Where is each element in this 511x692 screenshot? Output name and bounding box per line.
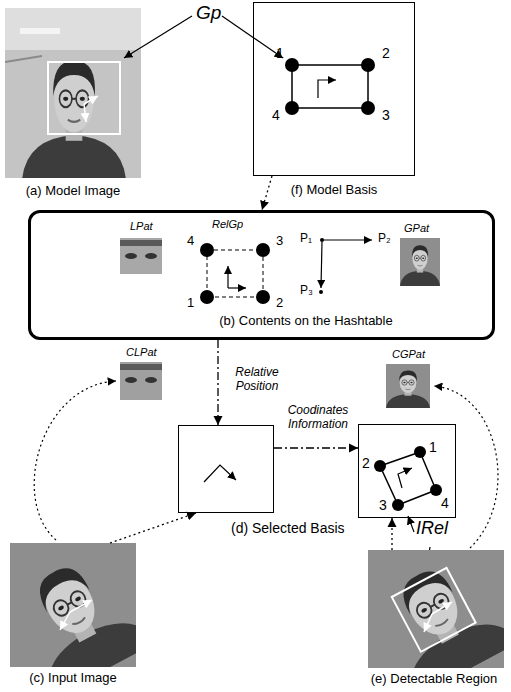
corner-number: 1	[429, 439, 437, 455]
symbol-label: RelGp	[212, 218, 243, 231]
detect-region-image: (e) Detectable Region	[368, 550, 504, 668]
point-label: P₂	[378, 232, 391, 246]
corner-number: 3	[379, 497, 387, 513]
corner-number: 4	[441, 495, 449, 511]
symbol-label: Gp	[196, 2, 221, 24]
corner-number: (d) Selected Basis	[231, 520, 345, 536]
symbol-label: CGPat	[392, 348, 425, 361]
corner-number: 2	[382, 45, 390, 61]
corner-number: 4	[272, 107, 280, 123]
connector	[274, 447, 358, 448]
model-basis-figure	[285, 58, 375, 115]
detect-photo	[368, 550, 504, 668]
caption: (c) Input Image	[29, 671, 116, 686]
input-image: (c) Input Image	[10, 543, 136, 667]
corner-number: 1	[187, 296, 194, 311]
edge-label: Relative Position	[226, 366, 288, 394]
symbol-label: GPat	[404, 222, 429, 235]
model-basis-box: 1243(f) Model Basis	[253, 2, 415, 176]
selected-basis-box: (d) Selected Basis	[178, 425, 274, 513]
corner-number: 3	[276, 234, 283, 249]
symbol-label: LPat	[130, 220, 153, 233]
model-image: (a) Model Image	[5, 8, 141, 178]
connector	[217, 340, 218, 425]
symbol-label: IRel	[416, 518, 448, 539]
connector	[391, 518, 392, 550]
corner-number: 2	[362, 455, 370, 471]
caption: (e) Detectable Region	[371, 672, 497, 687]
input-photo	[10, 543, 136, 667]
detect-basis-box: 1 2 4 3	[358, 424, 456, 518]
corner-number: 2	[276, 296, 283, 311]
connector	[262, 176, 272, 210]
corner-number: 4	[187, 234, 194, 249]
symbol-label: CLPat	[126, 346, 157, 359]
point-label: P₁	[300, 232, 312, 246]
caption: (a) Model Image	[26, 184, 121, 199]
caption: (b) Contents on the Hashtable	[219, 314, 392, 329]
connector	[110, 513, 196, 543]
caption: (f) Model Basis	[291, 183, 378, 198]
corner-number: 1	[276, 45, 284, 61]
selected-basis-figure	[204, 465, 236, 482]
point-label: P₃	[300, 284, 313, 298]
corner-number: 3	[382, 107, 390, 123]
edge-label: Coodinates Information	[280, 404, 356, 432]
candidate-patches	[34, 362, 498, 548]
model-photo	[5, 8, 141, 178]
